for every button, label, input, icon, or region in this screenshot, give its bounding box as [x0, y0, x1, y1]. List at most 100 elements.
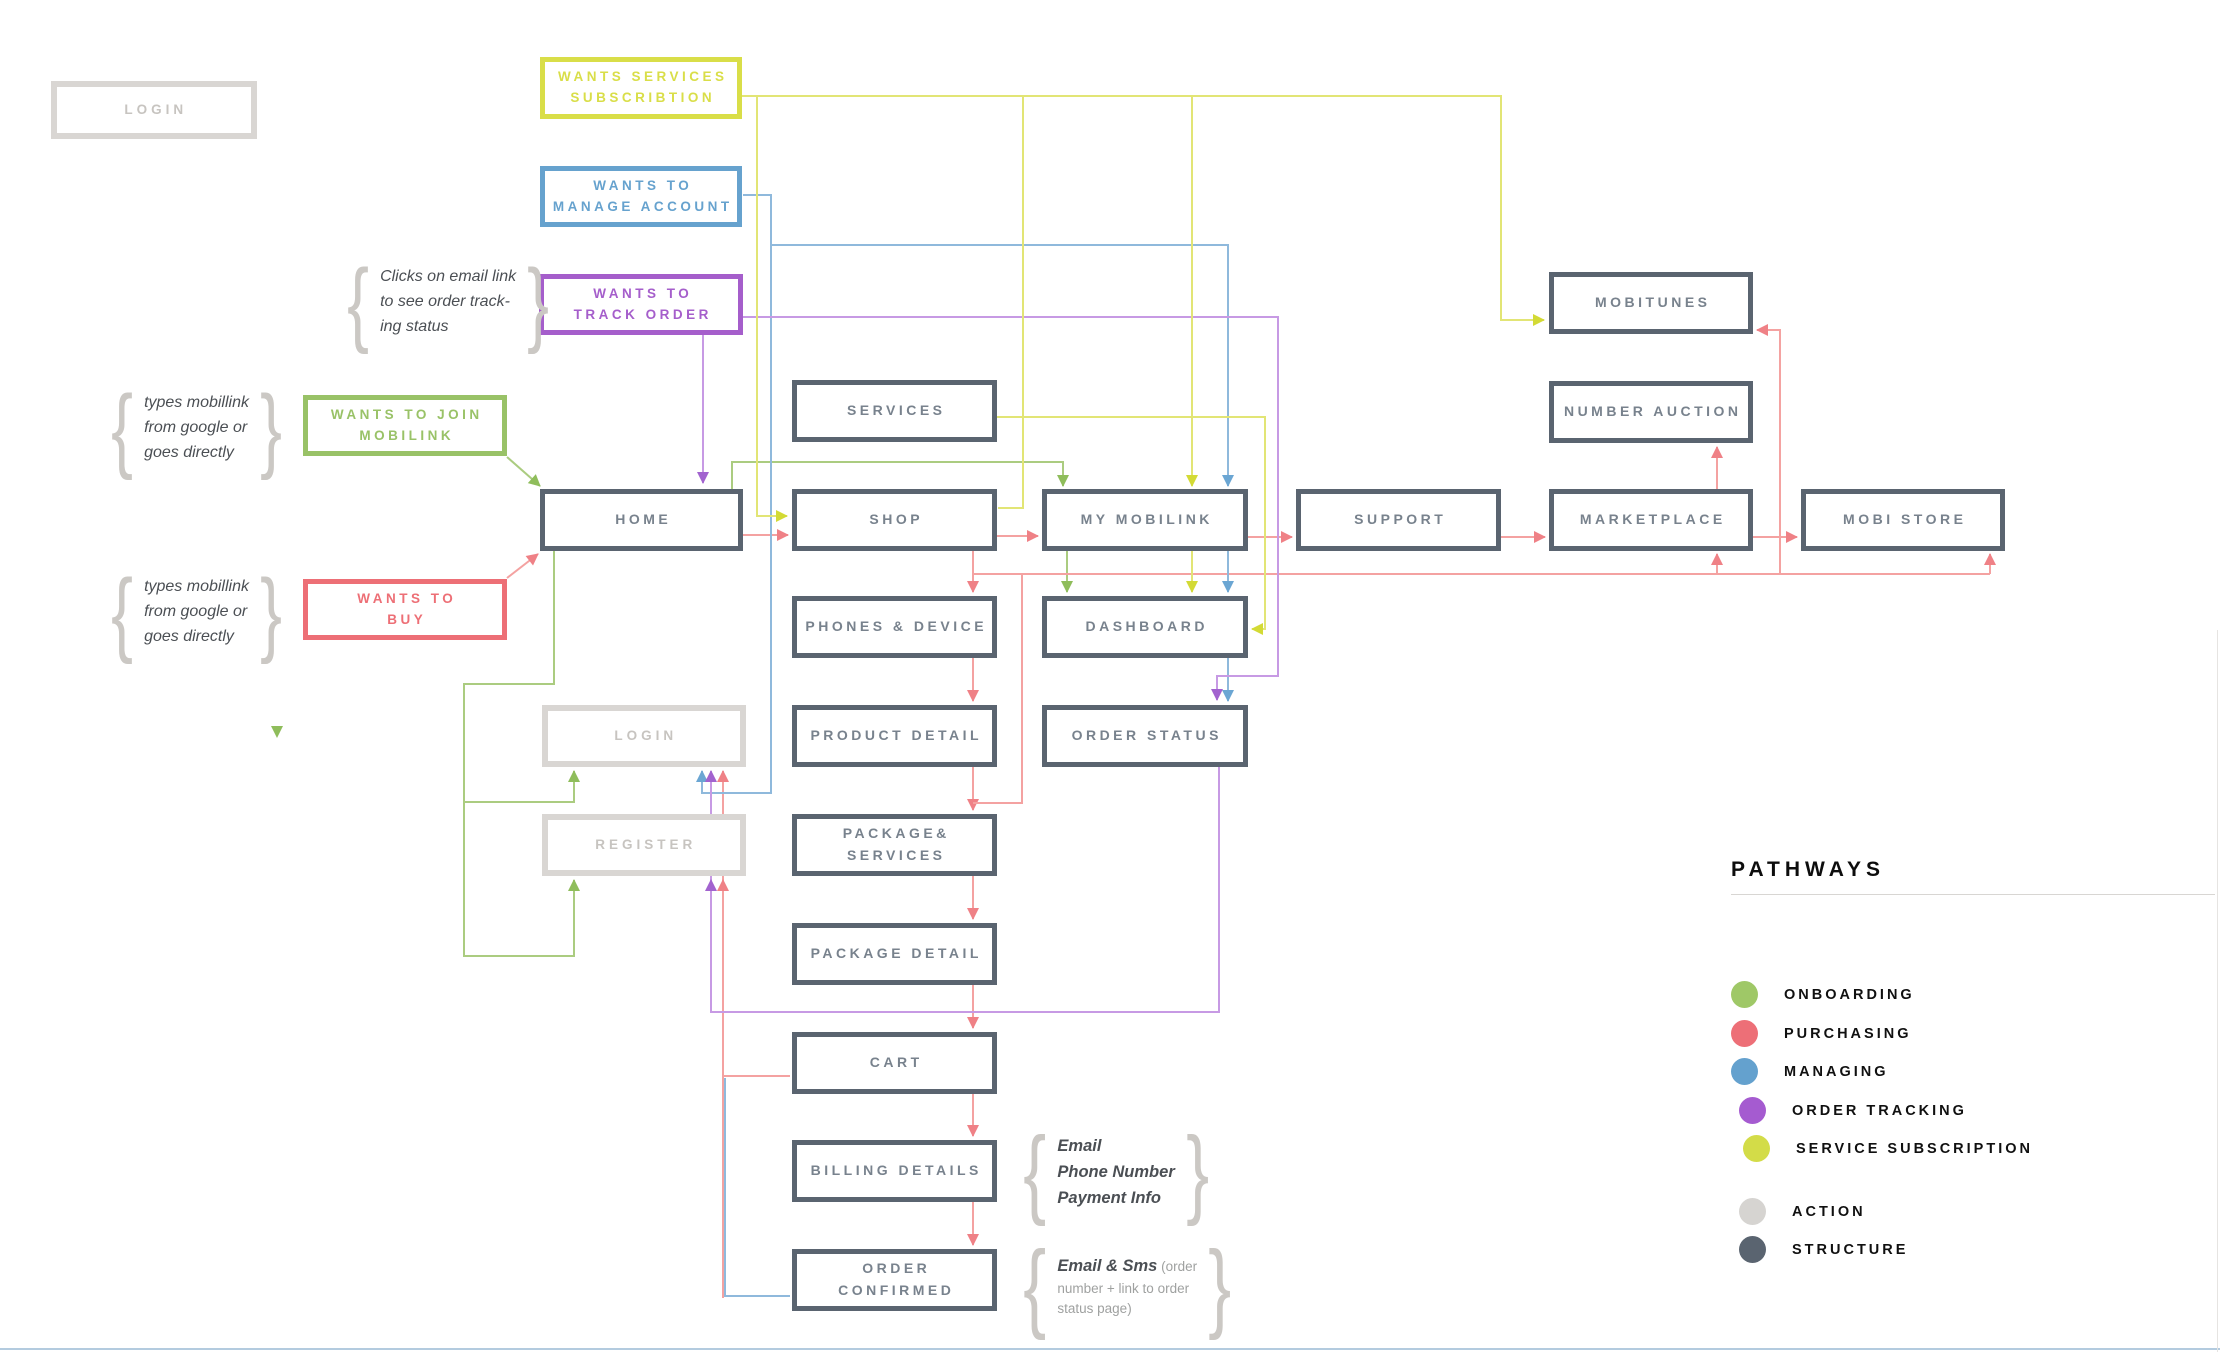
onboarding-arrowhead	[1061, 581, 1073, 593]
brace-left: {	[1023, 1229, 1047, 1341]
node-billing-details: BILLING DETAILS	[792, 1140, 997, 1202]
node-order-confirmed: ORDER CONFIRMED	[792, 1249, 997, 1311]
node-label: ORDER CONFIRMED	[838, 1260, 955, 1298]
node-label: CART	[869, 1054, 923, 1071]
tracking-arrowhead	[705, 770, 717, 782]
legend-label: MANAGING	[1784, 1063, 1889, 1080]
node-product-detail: PRODUCT DETAIL	[792, 705, 997, 767]
brace-right: }	[260, 375, 282, 481]
path-purchasing	[1711, 553, 1723, 574]
subscription-arrowhead	[1533, 314, 1545, 326]
path-tracking	[743, 316, 1279, 701]
window-bottom-edge	[0, 1348, 2220, 1350]
node-label: PACKAGE DETAIL	[810, 945, 982, 962]
legend-title: PATHWAYS	[1731, 858, 1885, 881]
node-home: HOME	[540, 489, 743, 551]
path-onboarding	[506, 456, 541, 487]
subscription-arrowhead	[1186, 581, 1198, 593]
purchasing-arrowhead	[967, 908, 979, 920]
path-subscription	[1186, 96, 1198, 487]
node-order-status: ORDER STATUS	[1042, 705, 1248, 767]
path-purchasing	[1501, 531, 1546, 543]
node-my-mobilink: MY MOBILINK	[1042, 489, 1248, 551]
purchasing-arrowhead	[967, 1234, 979, 1246]
path-purchasing	[967, 658, 979, 702]
path-purchasing	[967, 551, 979, 593]
path-onboarding	[463, 551, 580, 957]
brace-right: }	[1208, 1229, 1232, 1341]
purchasing-arrowhead	[1984, 553, 1996, 565]
path-onboarding	[464, 770, 580, 803]
node-marketplace: MARKETPLACE	[1549, 489, 1753, 551]
purchasing-arrowhead	[1711, 446, 1723, 458]
node-label: BILLING DETAILS	[810, 1162, 982, 1179]
legend-swatch-order-tracking	[1739, 1097, 1766, 1124]
legend-label: ONBOARDING	[1784, 986, 1915, 1003]
path-purchasing	[743, 529, 789, 541]
path-onboarding	[731, 461, 1069, 489]
node-label: SUPPORT	[1354, 511, 1447, 528]
node-dashboard: DASHBOARD	[1042, 596, 1248, 658]
node-label: PRODUCT DETAIL	[810, 727, 983, 744]
path-purchasing	[973, 574, 1023, 804]
legend-item-managing: MANAGING	[1731, 1058, 1889, 1085]
purchasing-arrowhead	[1534, 531, 1546, 543]
purchasing-arrowhead	[1786, 531, 1798, 543]
node-register: REGISTER	[542, 814, 746, 876]
subscription-arrowhead	[776, 510, 788, 522]
path-tracking	[697, 335, 709, 484]
path-subscription	[997, 416, 1266, 635]
node-label: HOME	[615, 511, 672, 528]
tracking-arrowhead	[705, 879, 717, 891]
path-tracking	[705, 767, 1220, 1013]
path-purchasing	[1756, 324, 1781, 574]
legend-swatch-onboarding	[1731, 981, 1758, 1008]
path-purchasing	[967, 1201, 979, 1246]
subscription-arrowhead	[1186, 475, 1198, 487]
legend-item-onboarding: ONBOARDING	[1731, 981, 1915, 1008]
onboarding-arrowhead	[568, 770, 580, 782]
path-purchasing	[1753, 531, 1798, 543]
purchasing-arrowhead	[717, 879, 729, 891]
node-label: REGISTER	[595, 836, 697, 852]
path-purchasing	[967, 876, 979, 920]
node-phones-device: PHONES & DEVICE	[792, 596, 997, 658]
purchasing-arrowhead	[967, 1125, 979, 1137]
brace-right: }	[260, 559, 282, 665]
brace-right: }	[1185, 1115, 1209, 1227]
node-label: MARKETPLACE	[1579, 511, 1726, 528]
legend-item-structure: STRUCTURE	[1739, 1236, 1908, 1263]
node-label: DASHBOARD	[1085, 618, 1208, 635]
onboarding-arrowhead	[1057, 475, 1069, 487]
path-onboarding	[271, 726, 283, 738]
path-subscription	[1186, 551, 1198, 593]
legend-label: PURCHASING	[1784, 1025, 1912, 1042]
path-purchasing	[967, 985, 979, 1029]
node-cart: CART	[792, 1032, 997, 1094]
purchasing-arrowhead	[967, 581, 979, 593]
path-purchasing	[1711, 446, 1723, 489]
path-managing	[696, 245, 772, 794]
onboarding-arrowhead	[271, 726, 283, 738]
purchasing-arrowhead	[525, 553, 539, 566]
path-subscription	[742, 95, 1545, 326]
node-label: MOBITUNES	[1595, 294, 1711, 311]
legend-swatch-service-subscription	[1743, 1135, 1770, 1162]
node-package-detail: PACKAGE DETAIL	[792, 923, 997, 985]
node-mobitunes: MOBITUNES	[1549, 272, 1753, 334]
node-label: MY MOBILINK	[1080, 511, 1213, 528]
